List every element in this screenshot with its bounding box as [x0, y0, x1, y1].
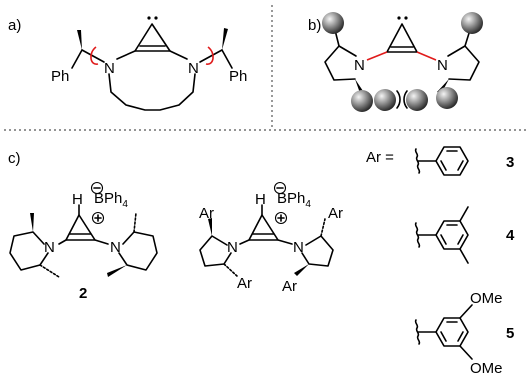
compound-number-4: 4: [506, 227, 515, 244]
panel-label-b: b): [308, 17, 321, 34]
ar-definition-label: Ar =: [366, 149, 394, 166]
structure-compound-ar: [199, 204, 334, 277]
compound-number-5: 5: [506, 325, 514, 342]
atom-ar-2: Ar: [237, 275, 252, 292]
structure-a: [71, 16, 233, 111]
steric-ball-b5: [351, 90, 373, 112]
aryl-4: [414, 206, 469, 264]
atom-n-a-left: N: [104, 60, 115, 77]
structure-compound-2: [9, 204, 158, 278]
atom-n-b-left: N: [354, 57, 365, 74]
counterion-2: BPh4: [94, 190, 128, 210]
atom-ar-4: Ar: [328, 205, 343, 222]
aryl-5: [414, 304, 473, 360]
atom-ph-a-right: Ph: [229, 68, 247, 85]
counterion-ar: BPh4: [277, 190, 311, 210]
atom-h-2: H: [72, 191, 83, 208]
atom-h-ar: H: [255, 191, 266, 208]
atom-n-a-right: N: [188, 60, 199, 77]
compound-number-3: 3: [506, 154, 514, 171]
atom-ar-3: Ar: [282, 278, 297, 295]
atom-ph-a-left: Ph: [51, 68, 69, 85]
ome-top: OMe: [470, 290, 503, 307]
panel-label-a: a): [8, 17, 21, 34]
atom-n-2-right: N: [110, 239, 121, 256]
atom-ar-1: Ar: [199, 205, 214, 222]
steric-ball-b4: [406, 89, 428, 111]
atom-n-ar-right: N: [293, 239, 304, 256]
atom-n-ar-left: N: [227, 239, 238, 256]
compound-number-2: 2: [79, 285, 87, 302]
steric-ball-b2: [461, 12, 483, 34]
aryl-3: [414, 146, 469, 176]
ome-bottom: OMe: [470, 360, 503, 377]
atom-n-b-right: N: [437, 57, 448, 74]
panel-label-c: c): [8, 150, 21, 167]
atom-n-2-left: N: [44, 239, 55, 256]
steric-ball-b3: [374, 89, 396, 111]
steric-ball-b6: [436, 87, 458, 109]
steric-ball-b1: [322, 12, 344, 34]
